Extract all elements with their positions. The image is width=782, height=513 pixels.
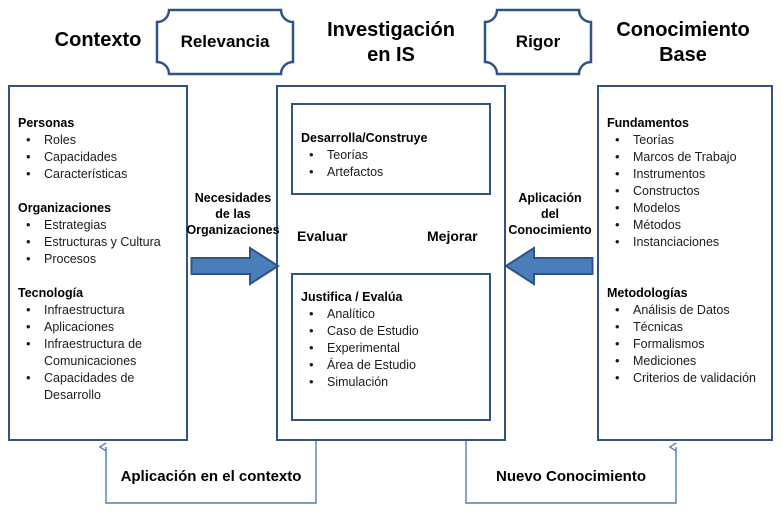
label-aplicacion-en-el-contexto: Aplicación en el contexto	[120, 468, 302, 485]
group-desarrolla-construye: Desarrolla/Construye Teorías Artefactos	[301, 130, 487, 181]
group-organizaciones-heading: Organizaciones	[18, 201, 112, 215]
list-item: Modelos	[607, 199, 775, 217]
banner-relevancia: Relevancia	[155, 8, 295, 76]
header-contexto: Contexto	[8, 28, 188, 53]
group-justifica-evalua: Justifica / Evalúa Analítico Caso de Est…	[301, 289, 487, 391]
list-item: Criterios de validación	[607, 369, 767, 387]
label-mejorar: Mejorar	[427, 228, 478, 244]
list-item: Mediciones	[607, 352, 767, 370]
label-aplicacion-conocimiento: Aplicación del Conocimiento	[504, 190, 596, 238]
list-item: Análisis de Datos	[607, 301, 767, 319]
label-aplicacion-line3: Conocimiento	[508, 223, 592, 237]
group-metodologias-heading: Metodologías	[607, 286, 688, 300]
list-item: Instrumentos	[607, 165, 775, 183]
group-desarrolla-heading: Desarrolla/Construye	[301, 131, 428, 145]
banner-rigor-label: Rigor	[515, 32, 561, 51]
label-nuevo-conocimiento: Nuevo Conocimiento	[495, 468, 646, 485]
header-investigacion-line2: en IS	[367, 44, 415, 66]
label-aplicacion-line2: del	[540, 207, 560, 221]
label-evaluar: Evaluar	[297, 228, 348, 244]
group-metodologias: Metodologías Análisis de Datos Técnicas …	[607, 285, 767, 387]
header-conocimiento-base: Conocimiento Base	[592, 18, 774, 68]
label-necesidades-line3: Organizaciones	[186, 223, 280, 237]
list-item: Capacidades	[18, 148, 184, 166]
list-item: Simulación	[301, 373, 487, 391]
list-item: Área de Estudio	[301, 356, 487, 374]
list-item: Marcos de Trabajo	[607, 148, 775, 166]
list-item: Métodos	[607, 216, 775, 234]
list-item: Teorías	[301, 146, 487, 164]
list-item: Experimental	[301, 339, 487, 357]
group-fundamentos-heading: Fundamentos	[607, 116, 689, 130]
banner-rigor: Rigor	[483, 8, 593, 76]
list-item: Caso de Estudio	[301, 322, 487, 340]
list-item: Estructuras y Cultura	[18, 233, 188, 251]
arrow-rigor-left	[504, 246, 594, 286]
list-item: Técnicas	[607, 318, 767, 336]
group-tecnologia-heading: Tecnología	[18, 286, 84, 300]
list-item: Capacidades de Desarrollo	[18, 369, 180, 404]
list-item: Instanciaciones	[607, 233, 775, 251]
list-item: Infraestructura de Comunicaciones	[18, 335, 180, 370]
list-item: Procesos	[18, 250, 188, 268]
header-conocimiento-line2: Base	[659, 44, 707, 66]
list-item: Características	[18, 165, 184, 183]
group-justifica-heading: Justifica / Evalúa	[301, 290, 403, 304]
list-item: Formalismos	[607, 335, 767, 353]
list-item: Artefactos	[301, 163, 487, 181]
list-item: Estrategias	[18, 216, 188, 234]
arrow-relevance-right	[190, 246, 280, 286]
group-personas: Personas Roles Capacidades Característic…	[18, 115, 184, 183]
header-investigacion-line1: Investigación	[327, 19, 455, 41]
list-item: Aplicaciones	[18, 318, 180, 336]
group-organizaciones: Organizaciones Estrategias Estructuras y…	[18, 200, 188, 268]
group-fundamentos: Fundamentos Teorías Marcos de Trabajo In…	[607, 115, 775, 251]
label-necesidades-organizaciones: Necesidades de las Organizaciones	[186, 190, 280, 238]
group-personas-heading: Personas	[18, 116, 75, 130]
banner-relevancia-label: Relevancia	[180, 32, 270, 51]
header-contexto-label: Contexto	[54, 29, 142, 51]
label-necesidades-line1: Necesidades	[194, 191, 272, 205]
header-conocimiento-line1: Conocimiento	[616, 19, 750, 41]
list-item: Roles	[18, 131, 184, 149]
list-item: Analítico	[301, 305, 487, 323]
label-necesidades-line2: de las	[215, 207, 251, 221]
list-item: Teorías	[607, 131, 775, 149]
list-item: Constructos	[607, 182, 775, 200]
header-investigacion-en-is: Investigación en IS	[300, 18, 482, 68]
label-aplicacion-line1: Aplicación	[518, 191, 582, 205]
list-item: Infraestructura	[18, 301, 180, 319]
group-tecnologia: Tecnología Infraestructura Aplicaciones …	[18, 285, 180, 404]
